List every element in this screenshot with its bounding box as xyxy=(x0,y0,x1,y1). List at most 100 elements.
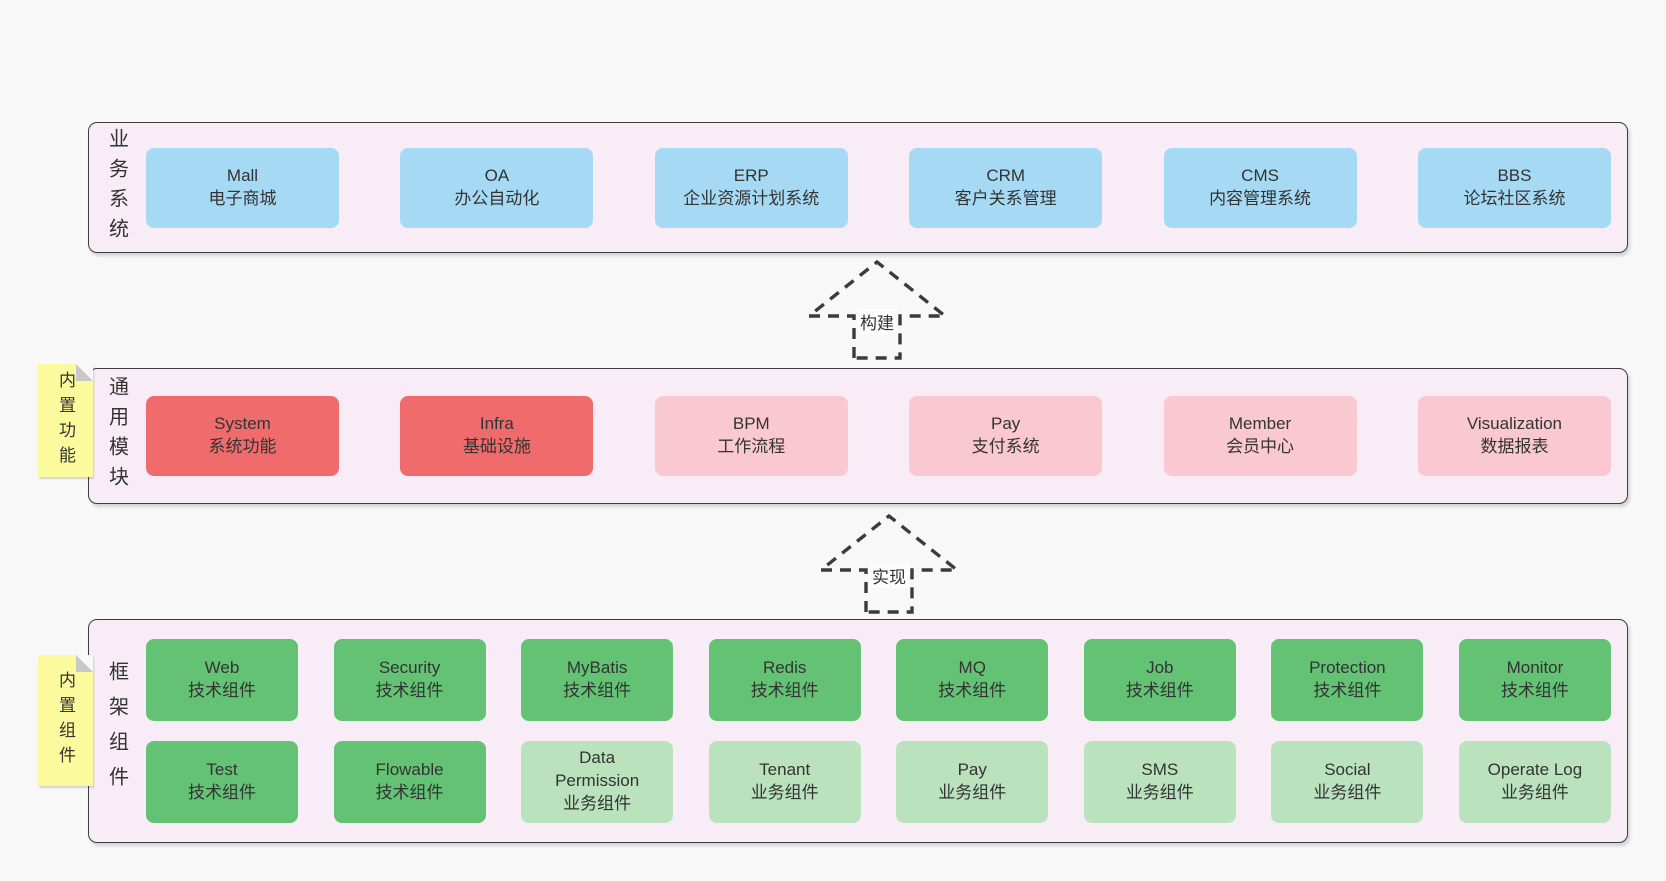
box-subtitle: 工作流程 xyxy=(717,437,786,456)
box-infra: Infra 基础设施 xyxy=(400,396,594,476)
box-job: Job 技术组件 xyxy=(1083,639,1236,722)
dashed-up-arrow-build: 构建 xyxy=(803,257,951,361)
box-subtitle: 技术组件 xyxy=(375,681,444,701)
layer-modules-label: 通用模块 xyxy=(105,376,128,496)
sticky-note-built-in-features: 内置功能 xyxy=(38,364,93,477)
box-title: Monitor xyxy=(1506,658,1564,678)
box-subtitle: 技术组件 xyxy=(938,681,1007,701)
box-title: Member xyxy=(1228,414,1292,434)
up-arrow-icon xyxy=(816,513,962,614)
box-subtitle: 会员中心 xyxy=(1226,437,1295,456)
box-subtitle: 支付系统 xyxy=(971,437,1040,456)
arrow-build-label: 构建 xyxy=(857,309,897,334)
box-subtitle: 业务组件 xyxy=(1500,782,1569,802)
box-title: Pay xyxy=(957,759,987,779)
folded-corner-icon xyxy=(76,655,93,672)
box-subtitle: 业务组件 xyxy=(750,782,819,802)
box-subtitle: 内容管理系统 xyxy=(1209,188,1312,208)
box-title: Tenant xyxy=(759,759,811,779)
layer-business-systems: 业务系统 Mall 电子商城 OA 办公自动化 ERP 企业资源计划系统 CRM 客户关系管理… xyxy=(88,122,1628,253)
arrow-implement-label: 实现 xyxy=(869,563,909,588)
box-mybatis: MyBatis 技术组件 xyxy=(521,639,674,722)
box-web: Web 技术组件 xyxy=(146,639,298,722)
box-title: Web xyxy=(204,658,240,678)
box-subtitle: 技术组件 xyxy=(188,782,256,802)
box-subtitle: 基础设施 xyxy=(462,437,531,456)
box-title: BBS xyxy=(1497,165,1532,185)
box-title: Redis xyxy=(762,658,807,678)
box-subtitle: 电子商城 xyxy=(208,188,277,208)
box-pay: Pay 支付系统 xyxy=(909,396,1103,476)
box-title: Operate Log xyxy=(1487,759,1583,779)
sticky-note-label: 内置功能 xyxy=(56,370,75,471)
box-subtitle: 业务组件 xyxy=(1125,782,1194,802)
box-title: System xyxy=(214,414,271,434)
box-test: Test 技术组件 xyxy=(146,740,298,823)
box-title: Social xyxy=(1324,759,1371,779)
box-erp: ERP 企业资源计划系统 xyxy=(654,147,848,228)
box-title: Flowable xyxy=(375,759,444,779)
layer-framework-components: 框架组件 Web 技术组件 Security 技术组件 MyBatis 技术组件 Redis… xyxy=(88,619,1628,843)
up-arrow-icon xyxy=(804,259,950,360)
box-mall: Mall 电子商城 xyxy=(146,147,339,228)
box-oa: OA 办公自动化 xyxy=(400,147,594,228)
box-security: Security 技术组件 xyxy=(333,639,486,722)
box-title: Protection xyxy=(1309,658,1386,678)
box-subtitle: 企业资源计划系统 xyxy=(683,188,820,208)
sticky-note-built-in-components: 内置组件 xyxy=(38,655,93,786)
business-box-row: Mall 电子商城 OA 办公自动化 ERP 企业资源计划系统 CRM 客户关系管理 CMS 内容… xyxy=(146,123,1611,252)
box-subtitle: 业务组件 xyxy=(938,782,1007,802)
box-subtitle: 客户关系管理 xyxy=(954,188,1057,208)
box-title: SMS xyxy=(1141,759,1179,779)
box-social: Social 业务组件 xyxy=(1271,740,1424,823)
box-subtitle: 技术组件 xyxy=(188,681,256,701)
box-subtitle: 技术组件 xyxy=(1313,681,1382,701)
box-subtitle: 技术组件 xyxy=(375,782,444,802)
box-title: Visualization xyxy=(1466,414,1563,434)
layer-framework-label: 框架组件 xyxy=(105,661,128,801)
folded-corner-icon xyxy=(76,364,93,381)
box-mq: MQ 技术组件 xyxy=(896,639,1049,722)
box-subtitle: 办公自动化 xyxy=(454,188,540,208)
layer-business-label: 业务系统 xyxy=(105,127,128,248)
box-title: ERP xyxy=(733,165,769,185)
sticky-note-label: 内置组件 xyxy=(56,670,75,771)
box-subtitle: 数据报表 xyxy=(1480,437,1549,456)
box-title: Pay xyxy=(991,414,1021,434)
box-subtitle: 技术组件 xyxy=(1125,681,1194,701)
box-system: System 系统功能 xyxy=(146,396,339,476)
box-subtitle: 系统功能 xyxy=(208,437,277,456)
box-cms: CMS 内容管理系统 xyxy=(1163,147,1357,228)
box-subtitle: 业务组件 xyxy=(563,794,632,814)
dashed-up-arrow-implement: 实现 xyxy=(815,511,963,615)
box-crm: CRM 客户关系管理 xyxy=(909,147,1103,228)
box-title: CRM xyxy=(986,165,1026,185)
box-subtitle: 业务组件 xyxy=(1313,782,1382,802)
box-title: Test xyxy=(206,759,238,779)
box-title: CMS xyxy=(1241,165,1279,185)
box-title: MQ xyxy=(958,658,986,678)
box-visualization: Visualization 数据报表 xyxy=(1417,396,1611,476)
box-subtitle: 论坛社区系统 xyxy=(1463,188,1566,208)
box-title: Security xyxy=(378,658,441,678)
box-title: OA xyxy=(484,165,510,185)
box-monitor: Monitor 技术组件 xyxy=(1458,639,1611,722)
box-operate-log: Operate Log 业务组件 xyxy=(1458,740,1611,823)
box-title: Job xyxy=(1146,658,1174,678)
box-pay: Pay 业务组件 xyxy=(896,740,1049,823)
box-subtitle: 技术组件 xyxy=(1500,681,1569,701)
box-title: Mall xyxy=(226,165,259,185)
box-title: MyBatis xyxy=(566,658,628,678)
box-subtitle: 技术组件 xyxy=(563,681,632,701)
box-bbs: BBS 论坛社区系统 xyxy=(1417,147,1611,228)
box-title: Infra xyxy=(479,414,514,434)
box-flowable: Flowable 技术组件 xyxy=(333,740,486,823)
box-sms: SMS 业务组件 xyxy=(1083,740,1236,823)
